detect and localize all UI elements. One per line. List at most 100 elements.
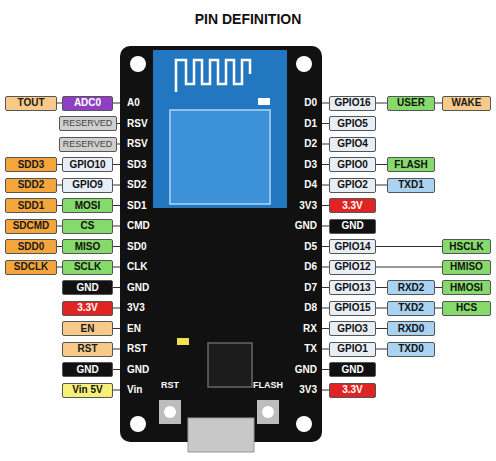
pin-function-text: 3.3V: [342, 385, 363, 395]
pin-function-box: GPIO3: [329, 321, 376, 336]
pin-function-box: GPIO10: [62, 157, 113, 172]
pin-name: D7: [304, 282, 317, 294]
pin-function-box: RXD0: [387, 321, 435, 336]
pin-function-text: GPIO1: [337, 344, 368, 354]
pin-function-box: 3.3V: [62, 301, 113, 316]
pin-function-text: GPIO14: [334, 242, 370, 252]
pin-function-text: GPIO13: [334, 283, 370, 293]
pin-function-box: ADC0: [62, 96, 113, 111]
pin-function-text: GPIO15: [334, 303, 370, 313]
pin-function-box: HSCLK: [442, 239, 491, 254]
pin-function-text: MISO: [75, 242, 101, 252]
pin-name: CLK: [127, 261, 148, 273]
pin-function-box: SDD0: [5, 239, 57, 254]
pin-link-line: [435, 287, 442, 288]
pin-function-text: SDCLK: [14, 262, 48, 272]
pin-function-box: SCLK: [62, 260, 113, 275]
pin-function-box: SDD2: [5, 178, 57, 193]
pin-function-text: GPIO16: [334, 98, 370, 108]
pin-function-box: USER: [387, 96, 435, 111]
pin-function-text: RXD2: [398, 283, 425, 293]
pin-function-text: GPIO0: [337, 160, 368, 170]
pin-name: 3V3: [127, 302, 145, 314]
pin-link-line: [376, 308, 387, 309]
pin-function-text: EN: [81, 324, 95, 334]
pin-function-text: GPIO9: [72, 180, 103, 190]
mounting-hole: [130, 416, 146, 432]
pin-link-line: [435, 103, 442, 104]
pin-name: RSV: [127, 138, 148, 150]
pin-function-text: GND: [76, 365, 98, 375]
pin-name: D1: [304, 118, 317, 130]
pin-function-text: TXD0: [398, 344, 424, 354]
pin-function-box: TOUT: [5, 96, 57, 111]
reset-button: [159, 400, 181, 424]
pin-name: SD0: [127, 241, 146, 253]
pin-function-text: SDD0: [18, 242, 45, 252]
pin-function-box: EN: [62, 321, 113, 336]
pin-name: CMD: [127, 220, 150, 232]
pin-function-box: GND: [329, 219, 376, 234]
pin-function-text: HMISO: [450, 262, 483, 272]
mounting-hole: [130, 56, 146, 72]
module-shield: [170, 110, 270, 204]
pin-function-text: Vin 5V: [72, 385, 102, 395]
pin-name: RSV: [127, 118, 148, 130]
pin-function-box: GPIO0: [329, 157, 376, 172]
pin-link-line: [376, 164, 387, 165]
pin-function-box: SDD3: [5, 157, 57, 172]
button-label: FLASH: [253, 379, 283, 391]
pin-function-text: TXD1: [398, 180, 424, 190]
pin-name: D0: [304, 97, 317, 109]
pin-link-line: [435, 308, 442, 309]
pin-function-box: RXD2: [387, 280, 435, 295]
pin-function-text: HCS: [456, 303, 477, 313]
pin-function-text: RXD0: [398, 324, 425, 334]
pin-function-box: TXD0: [387, 342, 435, 357]
pin-name: GND: [127, 282, 149, 294]
pin-name: GND: [127, 364, 149, 376]
pin-function-box: GPIO13: [329, 280, 376, 295]
pin-name: 3V3: [299, 200, 317, 212]
pin-function-box: CS: [62, 219, 113, 234]
pin-function-text: SDD3: [18, 160, 45, 170]
pin-function-text: GPIO12: [334, 262, 370, 272]
antenna-trace: [176, 60, 250, 92]
pin-function-box: GND: [62, 280, 113, 295]
board-pcb: [120, 46, 322, 442]
pin-function-text: RESERVED: [63, 140, 112, 149]
pin-function-box: Vin 5V: [62, 383, 113, 398]
pin-function-text: WAKE: [452, 98, 482, 108]
pin-function-box: GPIO12: [329, 260, 376, 275]
pin-function-text: RST: [78, 344, 98, 354]
pin-function-box: RST: [62, 342, 113, 357]
pin-function-text: CS: [81, 221, 95, 231]
pin-function-box: GPIO15: [329, 301, 376, 316]
pin-name: TX: [304, 343, 317, 355]
reset-button: [164, 406, 176, 418]
pin-name: SD3: [127, 159, 146, 171]
pin-name: EN: [127, 323, 141, 335]
pin-function-box: GPIO9: [62, 178, 113, 193]
pin-function-box: WAKE: [442, 96, 491, 111]
led: [177, 338, 189, 345]
pin-link-line: [376, 349, 387, 350]
pin-function-box: HMOSI: [442, 280, 491, 295]
pin-function-text: SDD1: [18, 201, 45, 211]
pin-name: GND: [295, 220, 317, 232]
pin-function-text: HSCLK: [449, 242, 483, 252]
pin-name: RX: [303, 323, 317, 335]
flash-button: [257, 400, 279, 424]
pin-function-text: GPIO3: [337, 324, 368, 334]
pin-name: D6: [304, 261, 317, 273]
pin-name: D4: [304, 179, 317, 191]
pin-link-line: [376, 246, 442, 247]
pin-name: D3: [304, 159, 317, 171]
pin-function-box: MISO: [62, 239, 113, 254]
mounting-hole: [296, 416, 312, 432]
pin-function-text: SDD2: [18, 180, 45, 190]
pin-function-text: SCLK: [74, 262, 101, 272]
pin-function-box: GND: [329, 362, 376, 377]
pin-function-box: TXD1: [387, 178, 435, 193]
pin-function-box: GPIO2: [329, 178, 376, 193]
